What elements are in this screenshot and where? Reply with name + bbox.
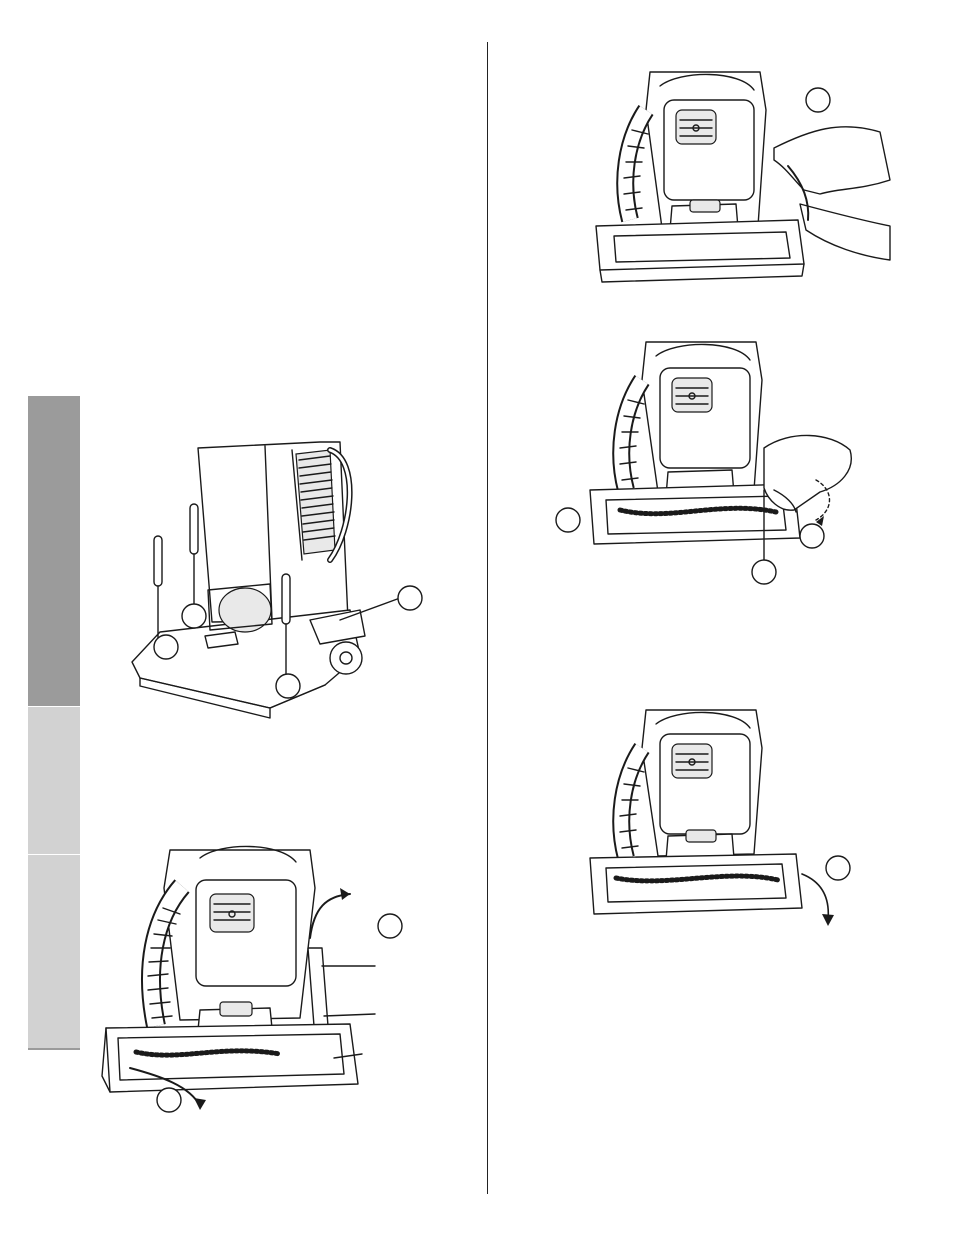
screwdriver-middle [190,504,198,616]
section-tab-2 [28,706,80,854]
figure-remove-belt-hands [590,70,900,290]
section-tab-3 [28,854,80,1050]
callout-1 [154,635,178,659]
callout-6 [157,1088,181,1112]
callout-4 [398,586,422,610]
figure-cover-removed-belt [100,848,400,1118]
figure-install-brushroll [550,340,880,590]
callout-5 [378,914,402,938]
callout-8 [556,508,580,532]
screwdriver-left [154,536,162,640]
callout-9 [800,524,824,548]
section-tab-active [28,396,80,706]
callout-7 [806,88,830,112]
figure-belt-access-screws [120,440,440,730]
figure-brushroll-in-place [586,708,866,928]
callout-2 [182,604,206,628]
callout-10 [752,560,776,584]
callout-11 [826,856,850,880]
callout-3 [276,674,300,698]
column-divider [487,42,488,1194]
